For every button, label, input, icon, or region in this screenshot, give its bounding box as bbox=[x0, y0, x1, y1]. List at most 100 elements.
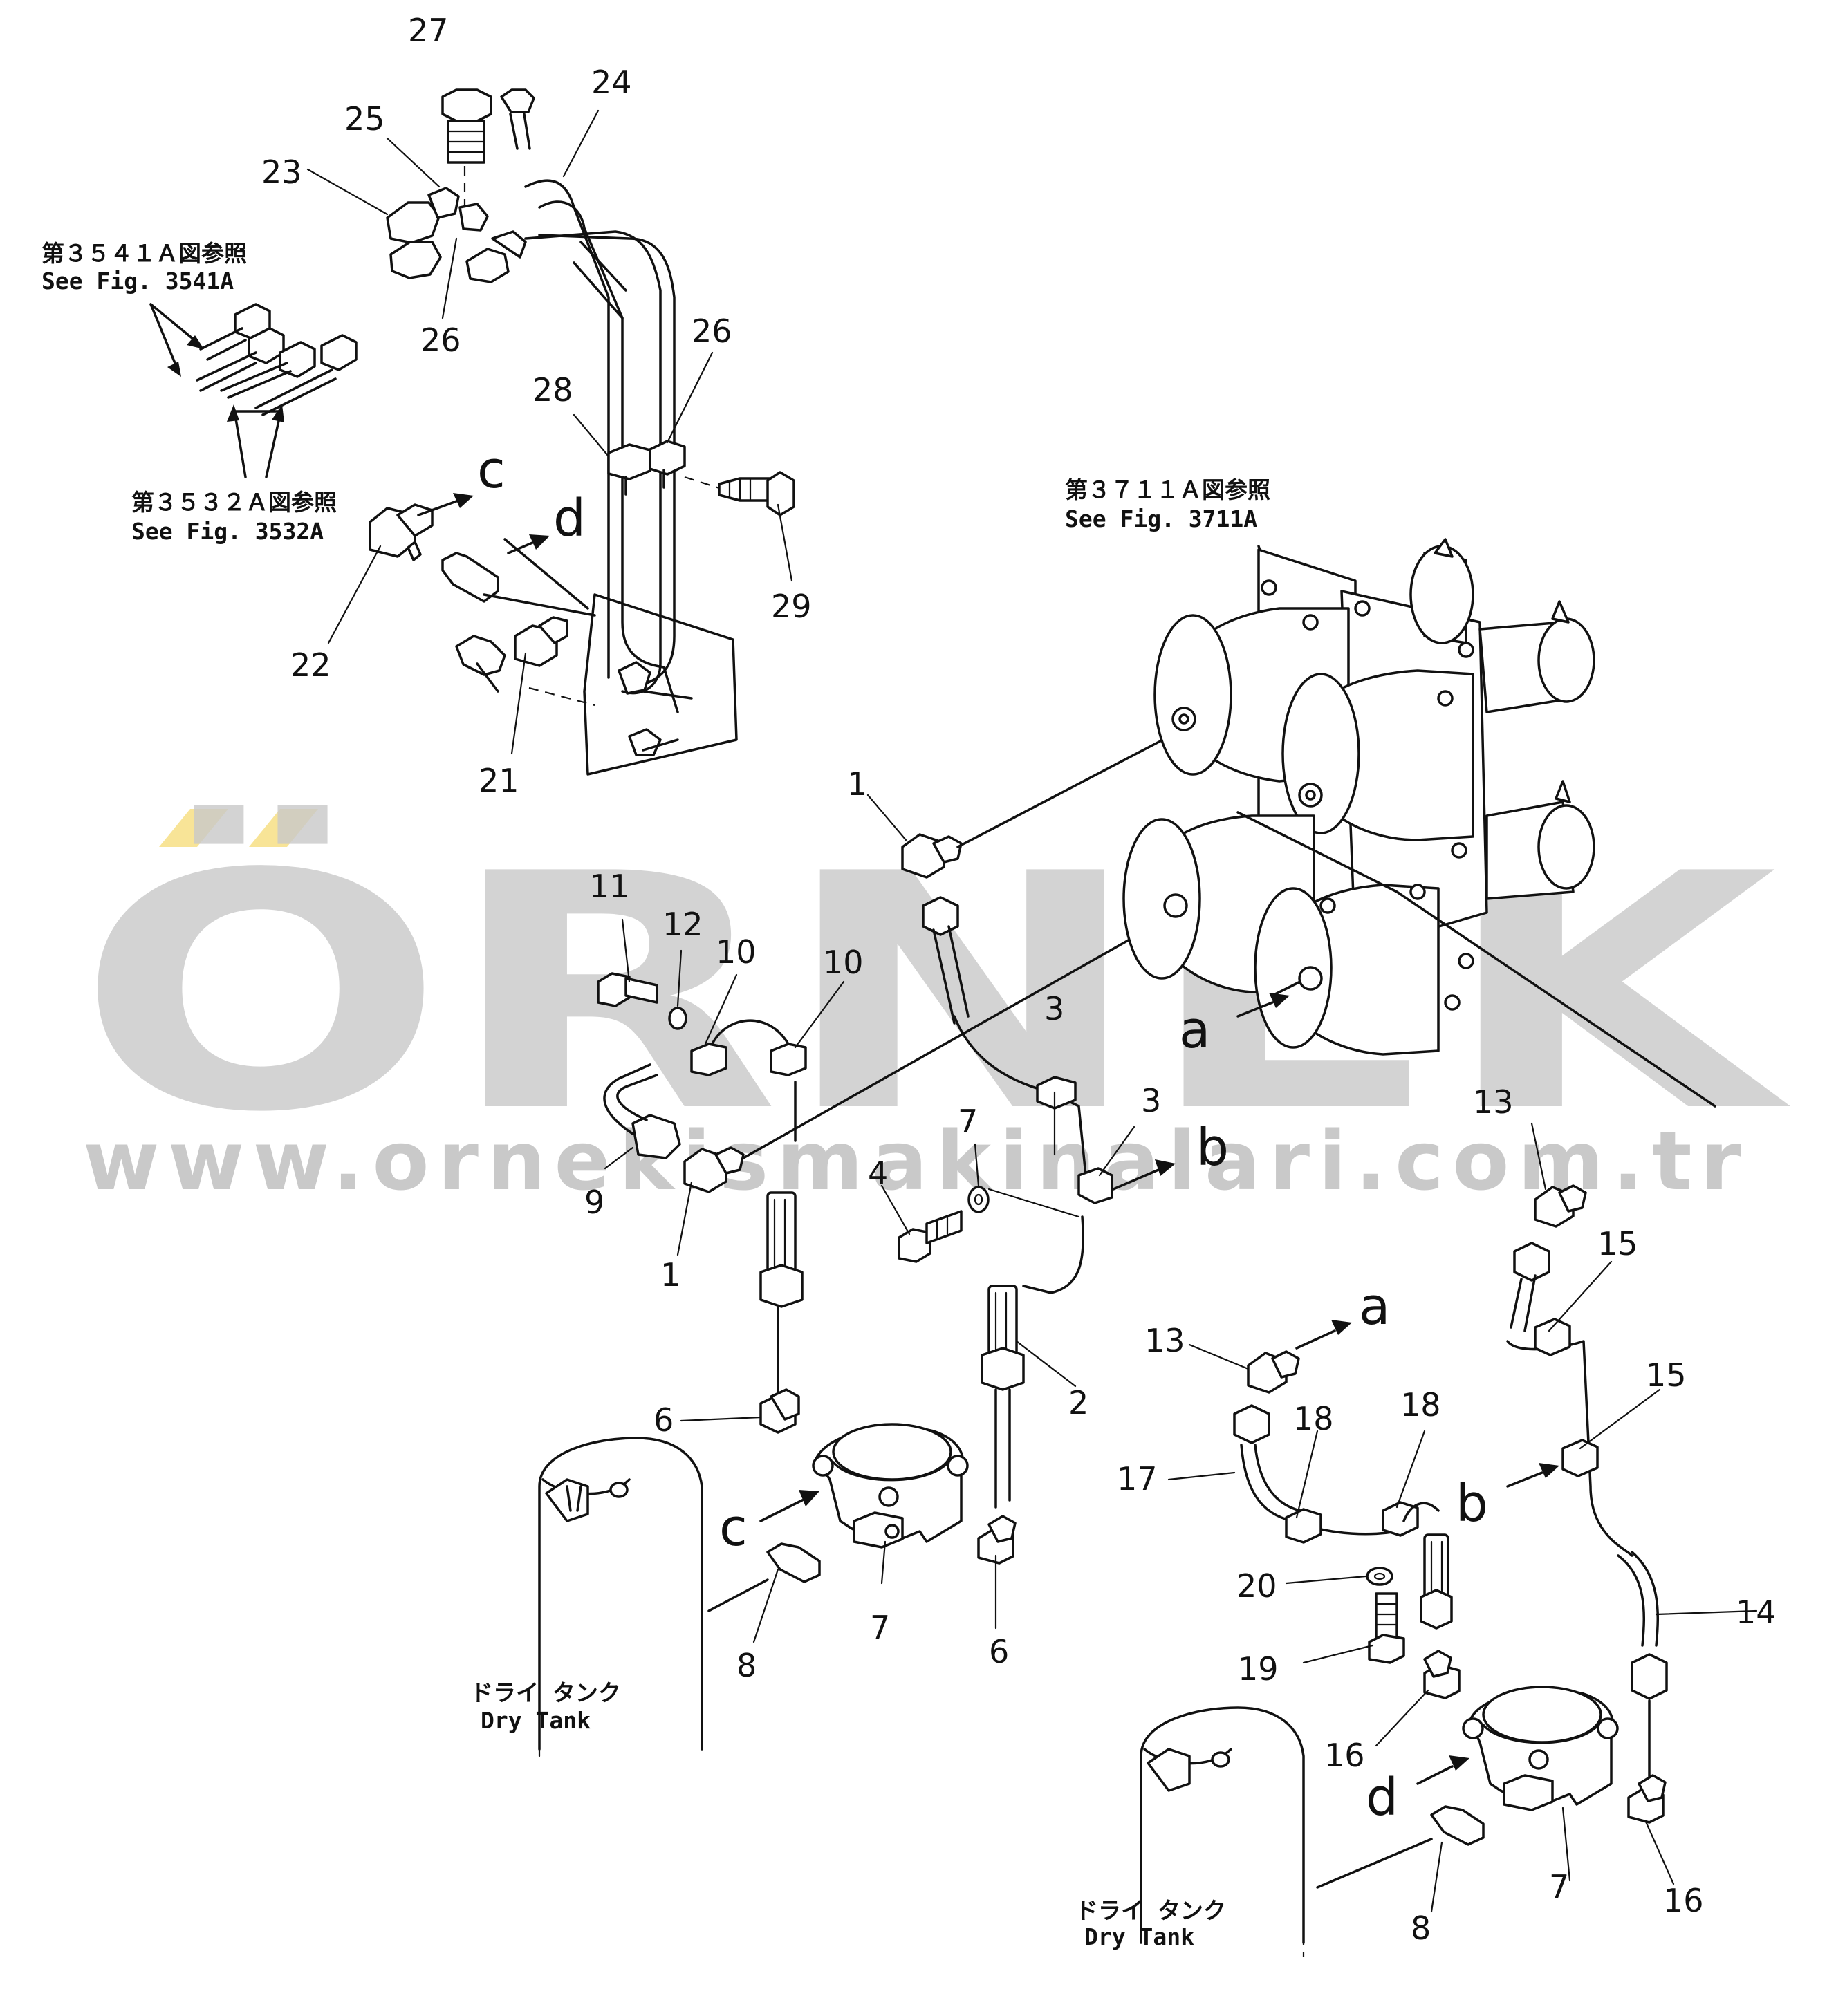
ref-3711-jp: 第３７１１Ａ図参照 bbox=[1065, 476, 1270, 503]
connection-letters: c d a b a b c d bbox=[477, 440, 1488, 1827]
elbow-fitting-23 bbox=[514, 616, 568, 667]
letter-d-upper: d bbox=[553, 489, 586, 548]
clamp-15-upper bbox=[1534, 1318, 1571, 1356]
cylinder-back-mid bbox=[1478, 600, 1595, 713]
washer-12 bbox=[668, 1007, 687, 1030]
label-18a: 18 bbox=[1293, 1400, 1334, 1437]
watermark-accent-right bbox=[249, 809, 318, 847]
label-19: 19 bbox=[1238, 1650, 1279, 1688]
label-6b: 6 bbox=[989, 1633, 1009, 1670]
ref-3541-jp: 第３５４１Ａ図参照 bbox=[41, 240, 247, 267]
leader-lines bbox=[306, 109, 1758, 1913]
relay-valve-7-right bbox=[1462, 1686, 1619, 1811]
label-15b: 15 bbox=[1646, 1356, 1687, 1394]
cylinder-back-top bbox=[1409, 538, 1474, 644]
label-3a: 3 bbox=[1044, 990, 1064, 1027]
label-25: 25 bbox=[344, 100, 385, 138]
label-21: 23 bbox=[261, 153, 302, 191]
brake-chamber-assembly bbox=[1122, 538, 1716, 1108]
elbow-fitting-1-lower bbox=[683, 1148, 727, 1193]
label-23: 21 bbox=[479, 762, 519, 799]
label-8a: 8 bbox=[736, 1647, 757, 1684]
letter-b-upper: b bbox=[1196, 1118, 1229, 1177]
ref-3532-jp: 第３５３２Ａ図参照 bbox=[131, 489, 337, 516]
dry-tank-label-right-jp: ドライ タンク bbox=[1075, 1897, 1226, 1924]
label-6a: 6 bbox=[653, 1401, 674, 1439]
upper-left-pipe-assembly bbox=[149, 88, 795, 776]
ref-3541-en: See Fig. 3541A bbox=[41, 268, 234, 295]
letter-b-lower: b bbox=[1456, 1474, 1488, 1533]
hose-17 bbox=[1233, 1404, 1270, 1444]
clamp-10-left bbox=[690, 1043, 727, 1076]
reference-arrows bbox=[149, 303, 284, 478]
label-15a: 15 bbox=[1597, 1225, 1638, 1262]
label-12: 12 bbox=[662, 906, 703, 943]
label-18b: 18 bbox=[1400, 1386, 1441, 1424]
label-1-lower: 1 bbox=[660, 1256, 680, 1294]
fitting-cluster-21 bbox=[386, 187, 527, 283]
ref-3532-en: See Fig. 3532A bbox=[131, 518, 324, 545]
clamp-10-right bbox=[770, 1043, 807, 1076]
chamber-front-top-right bbox=[1281, 669, 1474, 841]
union-fitting bbox=[455, 635, 506, 676]
hose-down-left bbox=[766, 1191, 797, 1277]
label-20: 20 bbox=[1236, 1567, 1277, 1605]
label-14: 14 bbox=[1736, 1594, 1777, 1631]
mounting-bracket bbox=[583, 593, 738, 776]
label-29: 29 bbox=[771, 588, 812, 625]
fitting-8-right bbox=[1430, 1805, 1485, 1846]
chamber-front-low-right bbox=[1254, 884, 1440, 1056]
label-16b: 16 bbox=[1663, 1882, 1704, 1919]
dry-tank-label-left-jp: ドライ タンク bbox=[470, 1679, 621, 1706]
relay-valve-7 bbox=[812, 1423, 969, 1549]
watermark-url: www.ornekismakinalari.com.tr bbox=[83, 1113, 1750, 1208]
letter-d-lower: d bbox=[1366, 1768, 1398, 1827]
label-10b: 10 bbox=[823, 944, 864, 981]
ref-3711-en: See Fig. 3711A bbox=[1065, 505, 1257, 532]
dry-tank-label-left-en: Dry Tank bbox=[481, 1707, 591, 1734]
watermark-accent-left bbox=[159, 809, 228, 847]
reference-notes: 第３５４１Ａ図参照 See Fig. 3541A 第３５３２Ａ図参照 See F… bbox=[41, 240, 1270, 1950]
pipe-clamp-28 bbox=[607, 440, 686, 496]
label-26a: 26 bbox=[420, 321, 461, 359]
dry-tank-left bbox=[538, 1437, 703, 1757]
fitting-8-left bbox=[766, 1542, 821, 1583]
label-3b: 3 bbox=[1141, 1082, 1161, 1119]
label-2: 2 bbox=[1068, 1384, 1088, 1421]
bolt-27 bbox=[441, 88, 492, 164]
label-22: 24 bbox=[591, 64, 632, 101]
dry-tank-label-right-en: Dry Tank bbox=[1084, 1923, 1194, 1950]
label-17: 17 bbox=[1117, 1460, 1158, 1497]
letter-c-upper: c bbox=[477, 440, 506, 500]
label-5: 7 bbox=[958, 1103, 978, 1140]
label-13a: 13 bbox=[1473, 1083, 1514, 1121]
part-number-labels: 27 25 23 24 26 26 28 29 22 21 1 11 12 10… bbox=[261, 12, 1777, 1947]
label-7a: 7 bbox=[870, 1609, 890, 1646]
label-13b: 13 bbox=[1144, 1322, 1185, 1359]
label-28: 28 bbox=[532, 371, 573, 409]
clamp-15-lower bbox=[1561, 1439, 1599, 1477]
referenced-fittings-3541A bbox=[196, 303, 358, 416]
label-8b: 8 bbox=[1411, 1910, 1431, 1947]
dry-tank-right bbox=[1140, 1706, 1305, 1957]
clamp-18-left bbox=[1285, 1508, 1322, 1544]
label-26b: 26 bbox=[692, 312, 732, 350]
label-11: 11 bbox=[589, 868, 630, 905]
label-4: 4 bbox=[868, 1155, 888, 1192]
washer-20 bbox=[1366, 1567, 1393, 1586]
clamp-3 bbox=[1077, 1167, 1113, 1204]
letter-a-upper: a bbox=[1179, 1000, 1210, 1060]
cylinder-back-low bbox=[1485, 780, 1595, 900]
label-24: 22 bbox=[290, 646, 331, 684]
nipple-fitting bbox=[441, 552, 499, 603]
letter-a-lower: a bbox=[1359, 1277, 1390, 1336]
label-7b: 7 bbox=[1549, 1868, 1569, 1905]
right-relay-valve-group bbox=[1140, 1184, 1668, 1957]
left-relay-valve-group bbox=[538, 725, 1191, 1757]
letter-c-lower: c bbox=[719, 1498, 748, 1558]
label-10a: 10 bbox=[716, 933, 757, 971]
hose-fitting-9 bbox=[631, 1114, 681, 1159]
label-16a: 16 bbox=[1324, 1737, 1365, 1774]
